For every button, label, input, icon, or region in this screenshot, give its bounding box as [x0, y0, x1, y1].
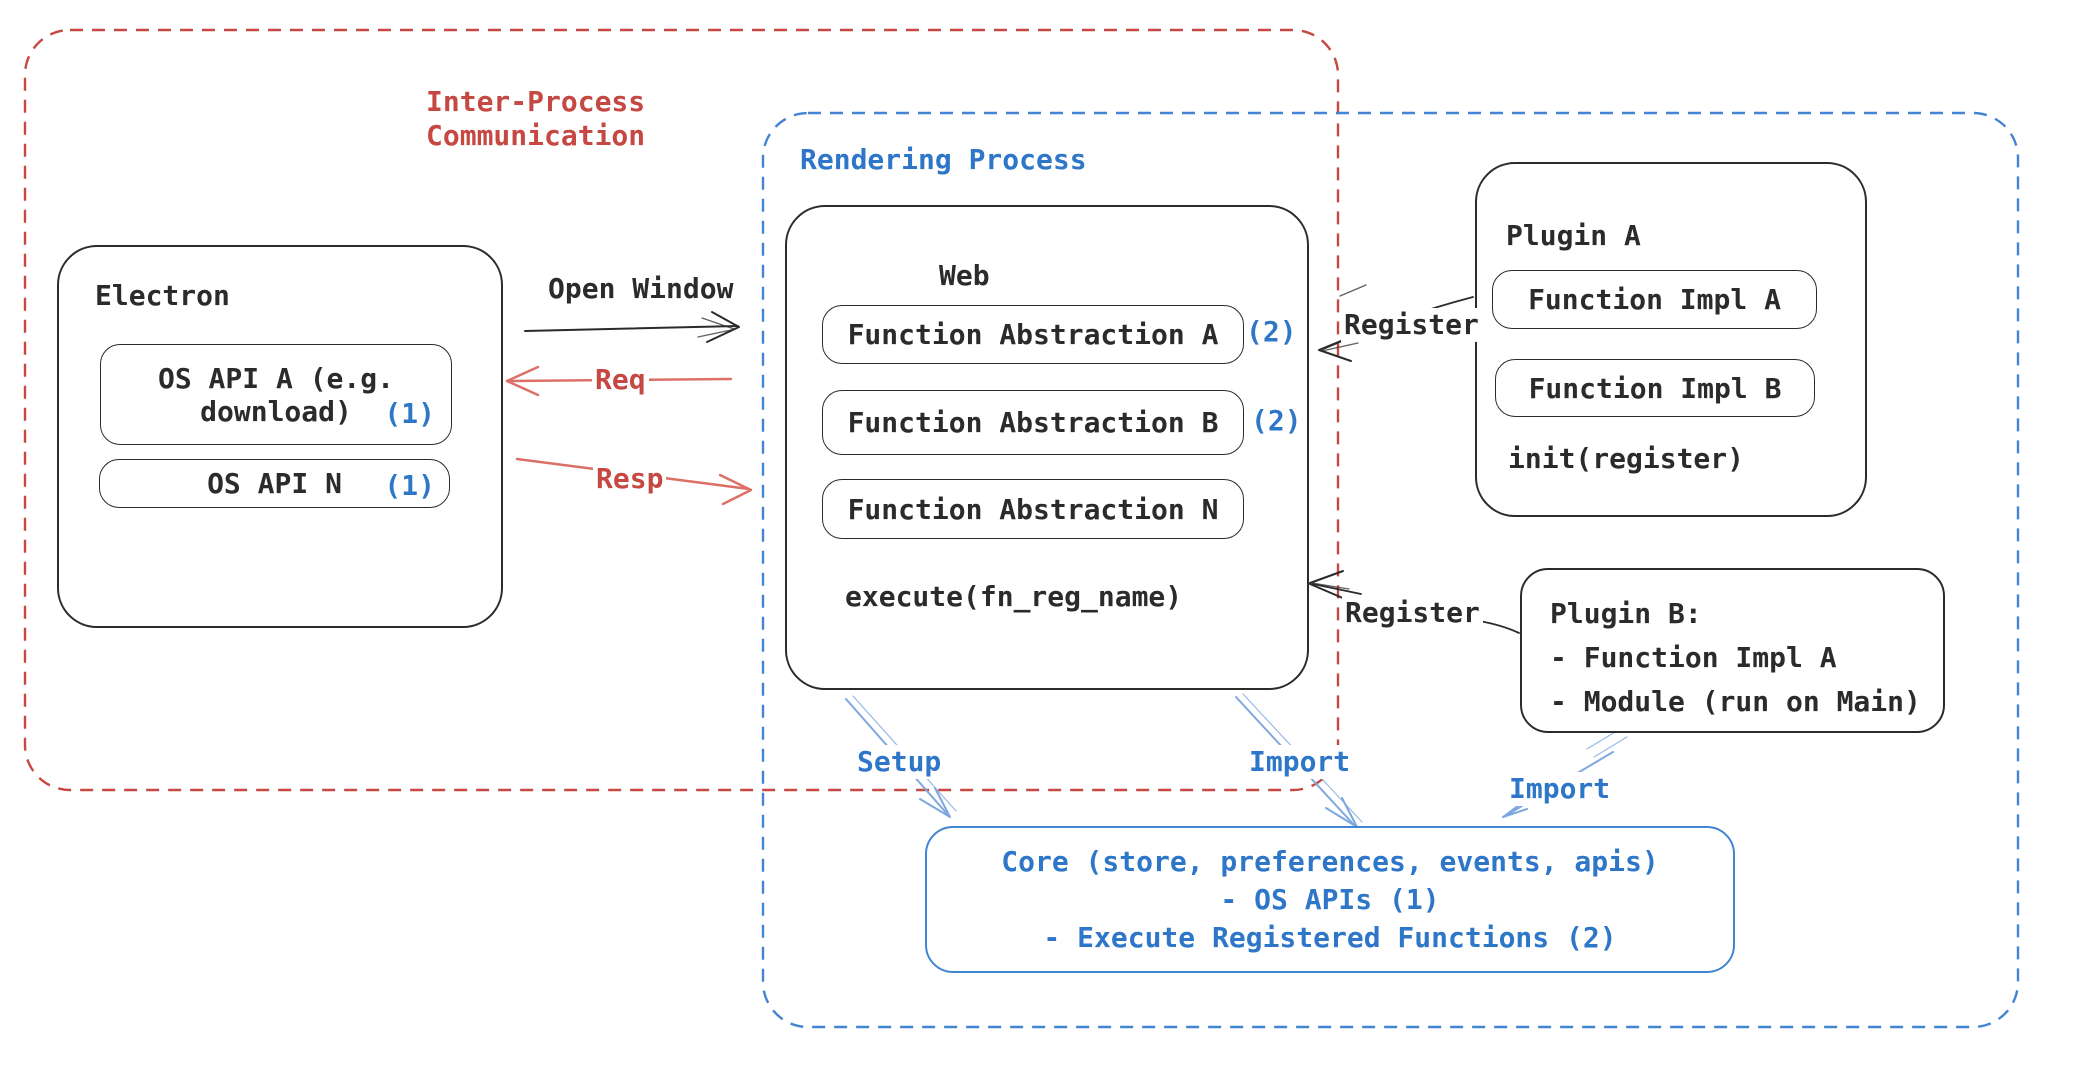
- req-arrow-head: [505, 365, 540, 397]
- function-abstraction-b-label: Function Abstraction B: [847, 406, 1219, 439]
- setup-label: Setup: [854, 745, 945, 779]
- os-api-a-line2: download): [200, 394, 352, 428]
- electron-box: Electron OS API A (e.g. download) (1) OS…: [57, 245, 503, 628]
- plugin-a-impl-b-box: Function Impl B: [1495, 359, 1815, 417]
- electron-title: Electron: [95, 279, 230, 312]
- plugin-b-item-1: - Function Impl A: [1550, 641, 1837, 674]
- register-bottom-label: Register: [1342, 596, 1483, 630]
- import-right-label: Import: [1506, 772, 1614, 806]
- function-abstraction-a-box: Function Abstraction A: [822, 305, 1244, 364]
- os-api-a-line1: OS API A (e.g.: [157, 361, 394, 395]
- register-top-label: Register: [1341, 308, 1482, 342]
- register-bottom-arrow-sketch: [1311, 582, 1350, 590]
- execute-label: execute(fn_reg_name): [845, 580, 1183, 613]
- web-box: Web Function Abstraction A Function Abst…: [785, 205, 1309, 690]
- core-box: Core (store, preferences, events, apis) …: [925, 826, 1735, 973]
- os-api-a-badge: (1): [384, 397, 435, 430]
- plugin-a-impl-a-box: Function Impl A: [1492, 270, 1817, 329]
- function-abstraction-n-box: Function Abstraction N: [822, 479, 1244, 539]
- open-window-label: Open Window: [548, 272, 734, 305]
- resp-arrow-head: [718, 473, 753, 506]
- plugin-a-init-label: init(register): [1508, 442, 1745, 475]
- ipc-region-border: [23, 28, 1340, 792]
- import-mid-arrow-head: [1325, 797, 1358, 828]
- plugin-b-text: Plugin B: - Function Impl A - Module (run …: [1550, 592, 1921, 724]
- rendering-region-border: [761, 111, 2020, 1029]
- core-line2: - OS APIs (1): [1220, 882, 1440, 916]
- import-right-arrow-tail-tick: [1586, 728, 1628, 758]
- import-mid-label: Import: [1246, 745, 1354, 779]
- plugin-a-impl-a-label: Function Impl A: [1528, 283, 1781, 316]
- plugin-b-item-2: - Module (run on Main): [1550, 685, 1921, 718]
- core-line3: - Execute Registered Functions (2): [1043, 920, 1617, 954]
- rendering-region-title: Rendering Process: [800, 143, 1087, 176]
- resp-label: Resp: [593, 462, 667, 496]
- os-api-a-box: OS API A (e.g. download) (1): [100, 344, 452, 445]
- function-abstraction-n-label: Function Abstraction N: [847, 492, 1219, 526]
- abstraction-b-badge: (2): [1251, 404, 1302, 437]
- plugin-a-box: Plugin A Function Impl A Function Impl B…: [1475, 162, 1867, 517]
- abstraction-a-badge: (2): [1246, 315, 1297, 348]
- plugin-b-box: [1520, 568, 1945, 733]
- register-top-arrow-sketch: [1321, 284, 1367, 352]
- os-api-n-label: OS API N: [207, 467, 342, 500]
- plugin-b-title: Plugin B:: [1550, 597, 1702, 630]
- open-window-arrow-line: [524, 325, 739, 332]
- os-api-n-box: OS API N (1): [99, 459, 450, 508]
- setup-arrow-head: [919, 787, 951, 818]
- plugin-a-title: Plugin A: [1506, 219, 1641, 252]
- function-abstraction-b-box: Function Abstraction B: [822, 390, 1244, 455]
- os-api-n-badge: (1): [384, 469, 435, 502]
- function-abstraction-a-label: Function Abstraction A: [847, 318, 1219, 351]
- req-label: Req: [592, 363, 649, 397]
- plugin-a-impl-b-label: Function Impl B: [1528, 371, 1782, 405]
- open-window-arrow-head-sketch: [697, 317, 735, 338]
- web-title: Web: [939, 259, 990, 292]
- register-bottom-arrow-head: [1309, 570, 1346, 600]
- core-line1: Core (store, preferences, events, apis): [1001, 844, 1659, 878]
